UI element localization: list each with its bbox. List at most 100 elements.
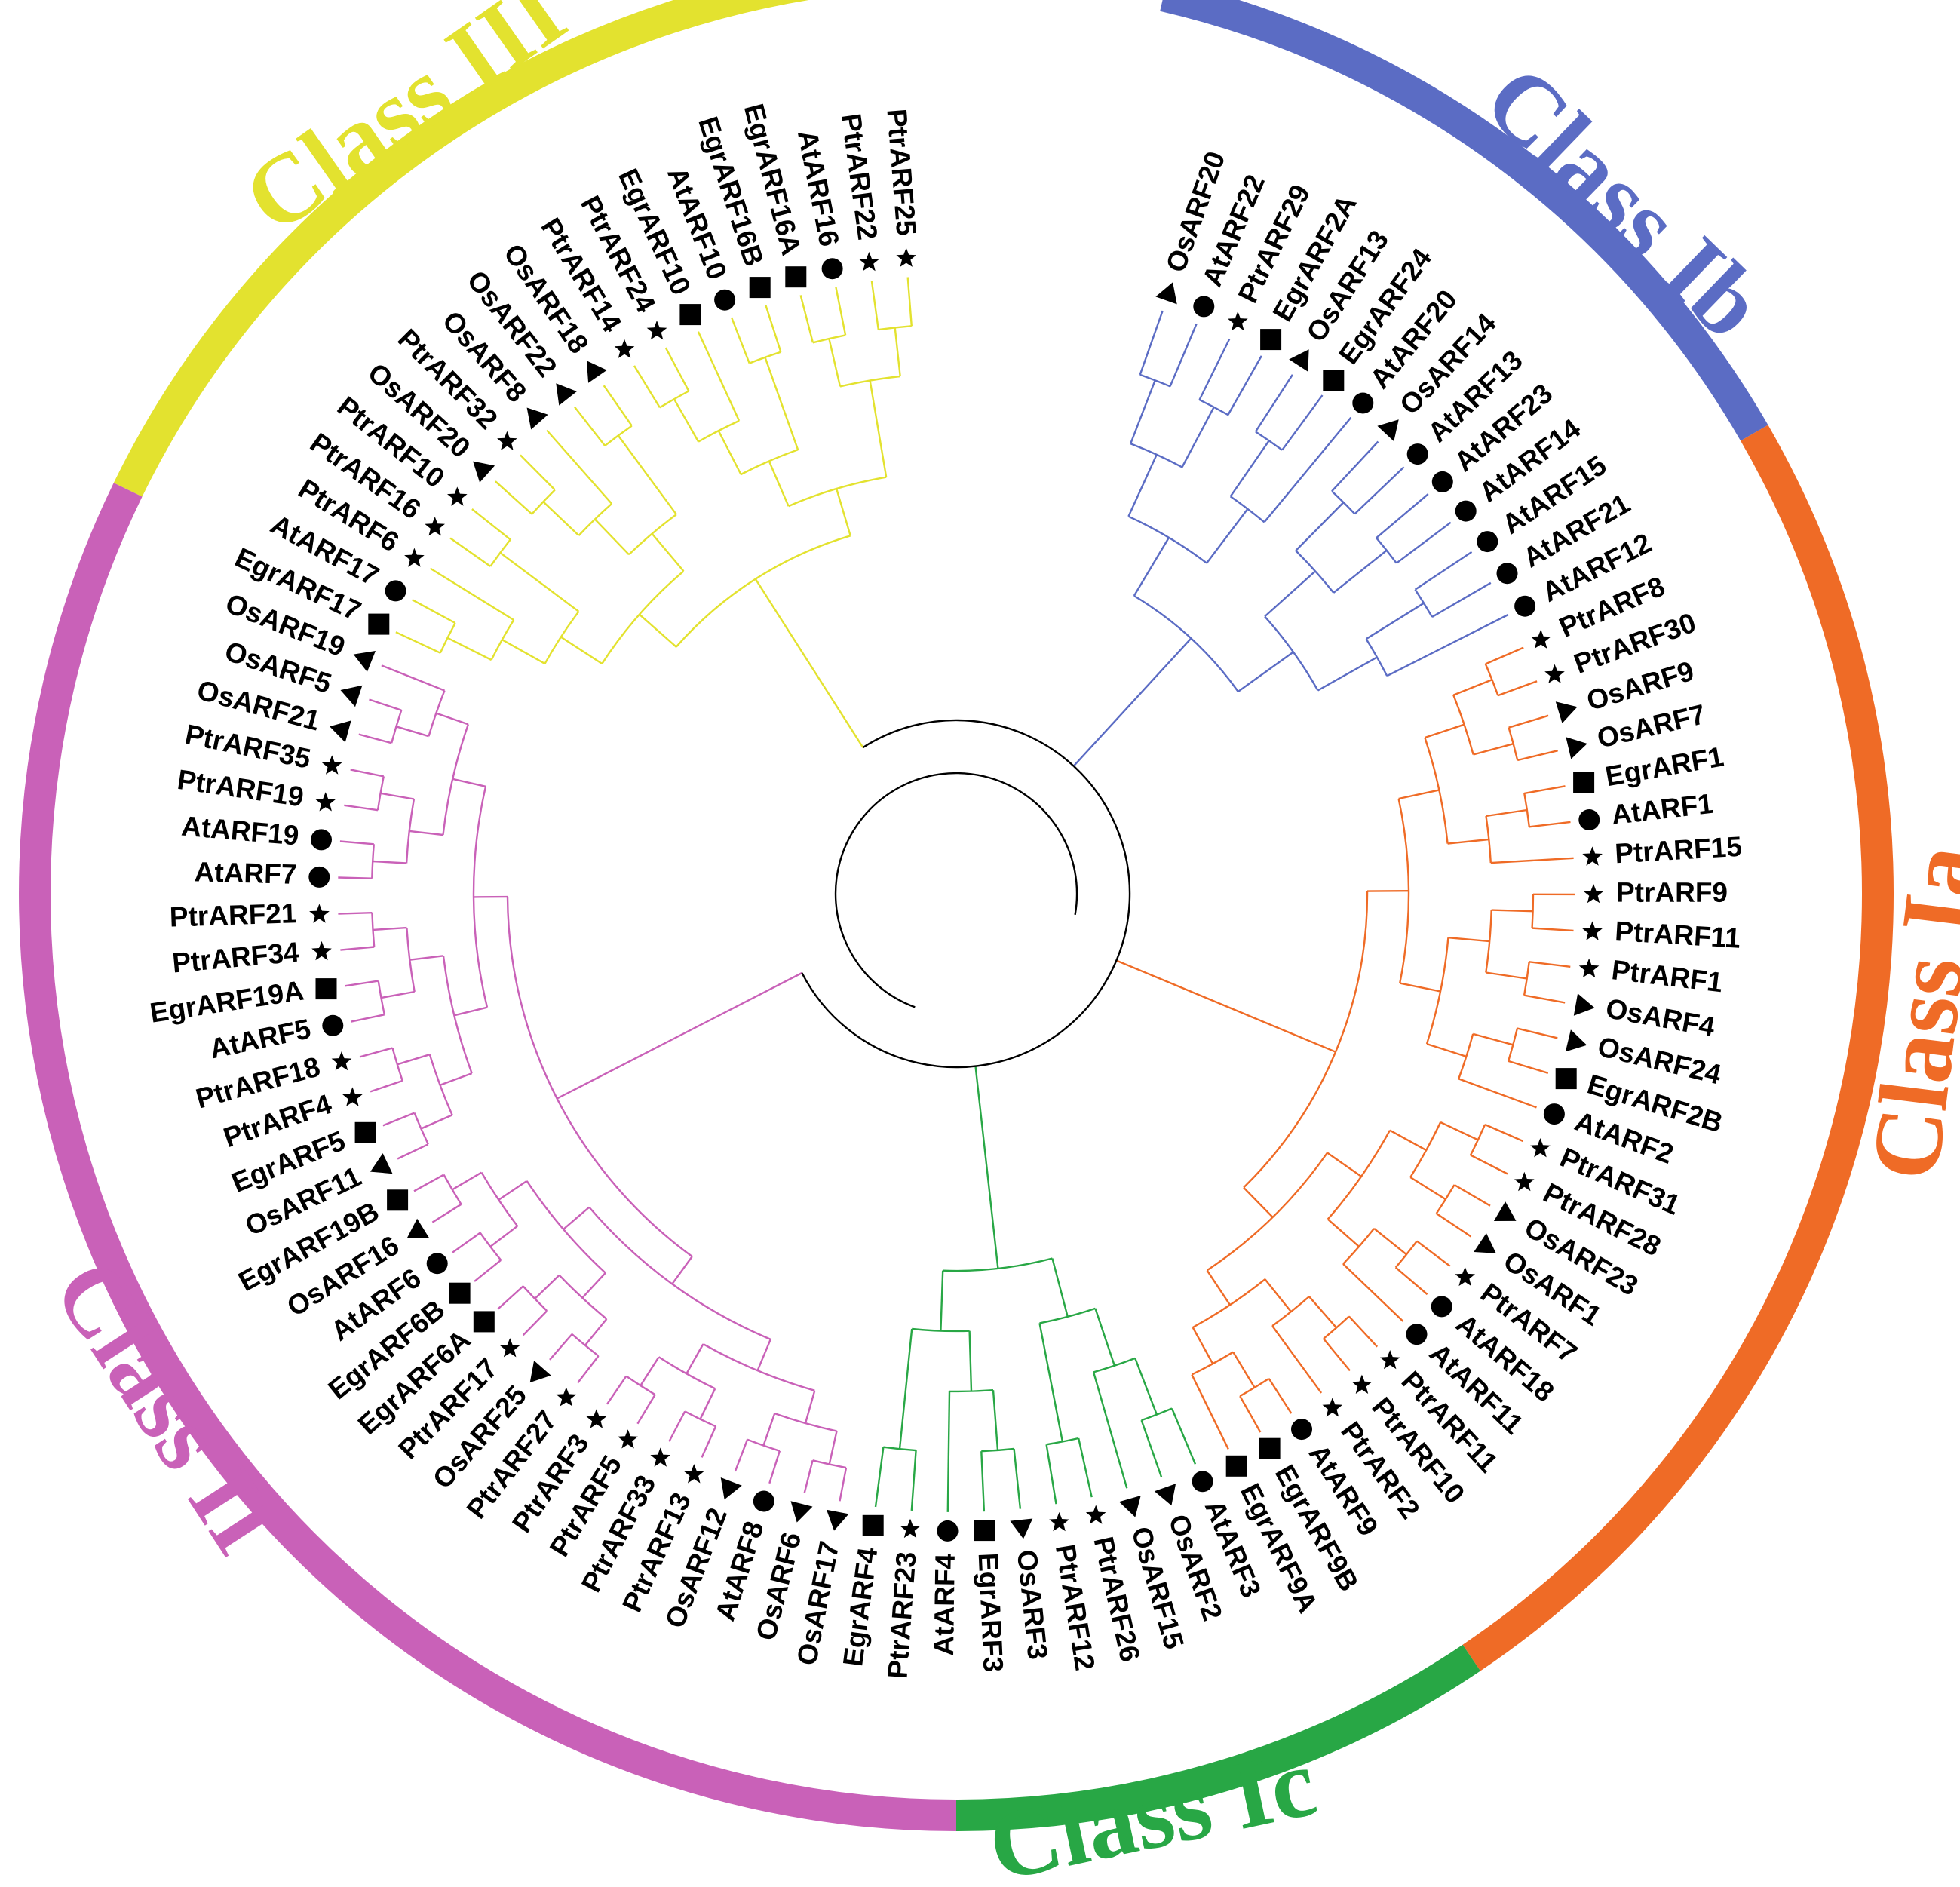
leaf-marker [1578,958,1600,978]
class-arcs [19,0,1894,1831]
leaf-marker [586,1409,607,1428]
leaf-marker [1322,1398,1343,1417]
leaf-marker [614,339,635,358]
leaf-marker [618,1429,638,1449]
leaf-marker [1406,1324,1428,1345]
leaf-marker [1530,1138,1551,1158]
class-label-iii: Class III [225,0,584,254]
leaf-marker [1228,311,1248,331]
leaf-marker [1225,1455,1247,1477]
leaf-label: PtrARF1 [1610,954,1725,998]
leaf-label: EgrARF4 [837,1545,883,1668]
leaf-marker [1431,471,1453,492]
leaf-marker [315,792,336,812]
leaf-label: PtrARF11 [1614,916,1741,954]
leaf-marker [370,1153,393,1174]
leaf-marker [1543,1103,1565,1125]
leaf-marker [1155,282,1177,305]
leaf-marker [720,1477,742,1500]
leaf-marker [749,277,771,299]
leaf-marker [1455,1266,1475,1287]
leaf-marker [330,720,351,743]
leaf-marker [1192,1471,1213,1493]
branches [338,277,1575,1512]
leaf-marker [937,1520,959,1542]
leaf-marker [340,685,363,707]
leaf-marker [1573,772,1595,793]
leaf-marker [859,251,879,272]
leaf-marker [1578,809,1600,830]
leaf-marker [1154,1484,1176,1506]
leaf-labels: OsARF20AtARF22PtrARF29EgrARF2AOsARF13Egr… [148,100,1743,1680]
leaf-marker [1377,419,1399,442]
class-arc-ic [955,1644,1481,1831]
leaf-marker [308,866,330,888]
leaf-marker [1514,1171,1535,1192]
leaf-marker [556,1387,577,1407]
leaf-marker [1323,370,1345,391]
leaf-marker [1010,1518,1033,1539]
leaf-label: AtARF7 [194,856,297,890]
leaf-marker [387,1189,409,1211]
leaf-marker [354,1121,376,1143]
leaf-marker [368,613,390,635]
leaf-label: PtrARF34 [171,936,301,978]
leaf-marker [1352,392,1374,414]
leaf-marker [311,829,332,851]
leaf-marker [646,321,667,340]
leaf-marker [790,1501,813,1523]
class-arc-ii [19,483,957,1831]
leaf-marker [586,361,607,383]
leaf-marker [353,651,376,672]
leaf-marker [311,940,332,961]
leaf-marker [1351,1374,1373,1394]
leaf-marker [1259,1437,1281,1459]
leaf-marker [1049,1511,1069,1532]
leaf-label: OsARF3 [1011,1548,1054,1661]
leaf-marker [1085,1505,1106,1524]
leaf-marker [1289,349,1309,372]
leaf-marker [1582,921,1603,940]
class-label-ib: Class Ib [1464,44,1784,359]
leaf-marker [1379,1350,1400,1370]
leaf-marker [1573,993,1595,1016]
leaf-label: PtrARF25 [881,108,922,237]
leaf-marker [1291,1419,1312,1441]
leaf-marker [974,1520,995,1542]
leaf-marker [1544,664,1565,683]
leaf-label: PtrARF15 [1614,831,1743,870]
leaf-marker [497,431,517,450]
class-arc-iii [113,0,810,497]
leaf-marker [1555,701,1578,723]
leaf-marker [315,978,337,1000]
leaf-marker [342,1087,363,1106]
leaf-marker [331,1051,352,1071]
leaf-marker [1118,1496,1141,1517]
leaf-marker [404,548,425,567]
leaf-label: AtARF1 [1609,788,1715,830]
leaf-marker [556,383,577,406]
leaf-marker [449,1282,471,1304]
leaf-label: PtrARF23 [882,1551,922,1680]
leaf-marker [1493,1201,1517,1221]
leaf-marker [1565,1029,1587,1052]
leaf-marker [714,289,736,311]
leaf-marker [827,1509,849,1531]
leaf-marker [1431,1296,1452,1318]
leaf-markers [308,247,1604,1542]
leaf-marker [322,1014,344,1036]
leaf-label: EgrARF3 [973,1552,1009,1673]
leaf-marker [1474,1233,1496,1253]
leaf-marker [473,1311,495,1333]
leaf-marker [1566,737,1587,759]
class-arc-ia [1462,425,1894,1671]
leaf-marker [447,486,468,506]
leaf-marker [1260,329,1282,351]
leaf-marker [785,266,807,288]
leaf-marker [896,247,916,267]
leaf-marker [526,407,548,430]
leaf-marker [1455,500,1477,522]
leaf-label: PtrARF9 [1616,877,1728,908]
leaf-marker [1193,296,1215,318]
leaf-marker [1530,629,1551,649]
